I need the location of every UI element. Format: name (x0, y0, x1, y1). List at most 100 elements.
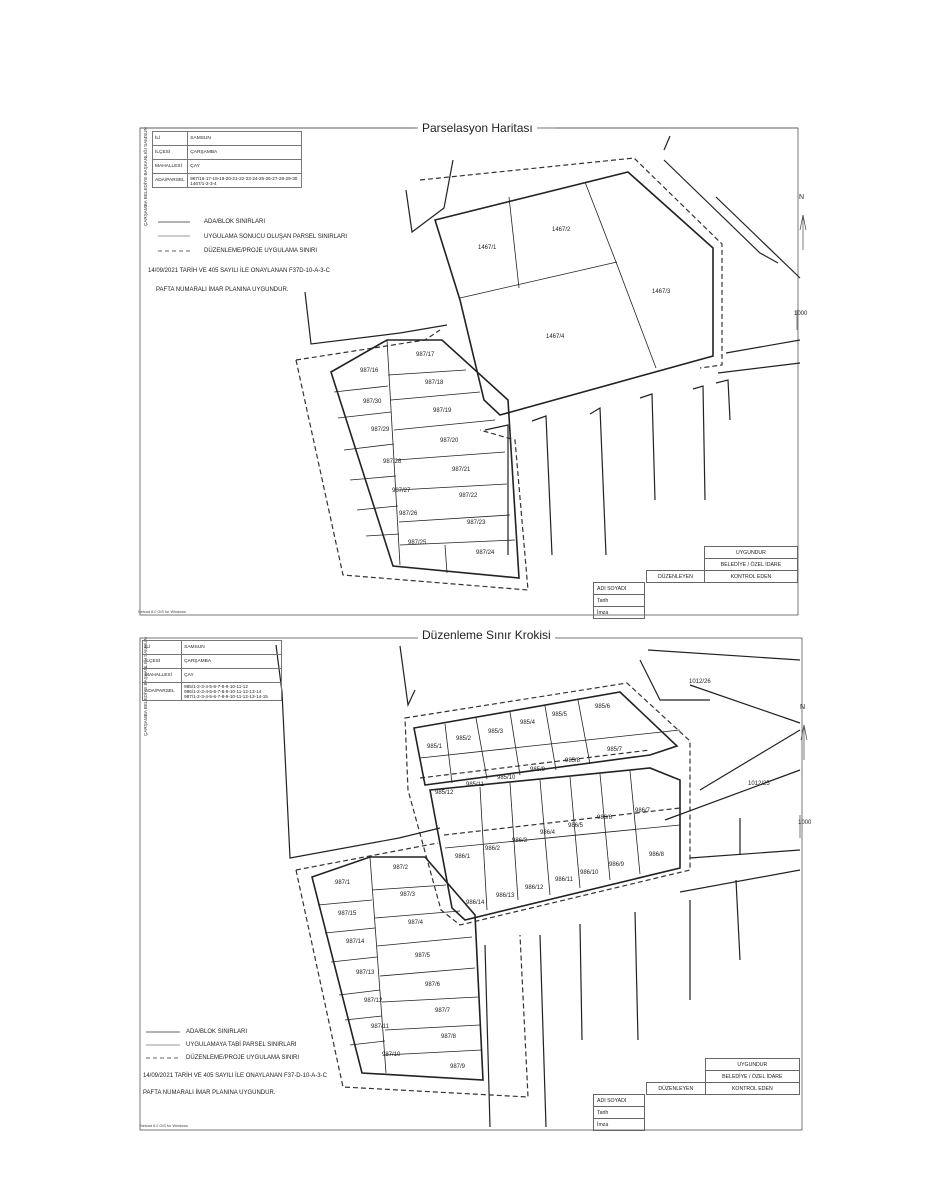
legend-item: UYGULAMA SONUCU OLUŞAN PARSEL SINIRLARI (204, 234, 348, 240)
parcel-label: 1012/26 (689, 679, 711, 685)
parcel-label: 985/9 (530, 767, 546, 773)
info-key: ADA/PARSEL (141, 682, 183, 701)
parcel-label: 985/1 (427, 744, 443, 750)
parcel-label: 987/2 (393, 865, 409, 871)
parcel-label: 987/1 (335, 880, 351, 886)
parcel-label: 987/12 (364, 998, 383, 1004)
parcel-label: 987/29 (371, 427, 390, 433)
parcel-label: 985/10 (497, 775, 516, 781)
north-label: N (800, 704, 806, 711)
sig-imza: İmza (593, 606, 645, 619)
parcel-label: 985/6 (595, 704, 611, 710)
parcel-label: 987/15 (338, 911, 357, 917)
parcel-label: 986/2 (485, 846, 501, 852)
parcel-label: 985/2 (456, 736, 472, 742)
parcel-label: 1012/25 (748, 781, 770, 787)
software-footer: Netcad 8.0 GIS for Windows (138, 610, 186, 614)
parcel-label: 987/26 (399, 511, 418, 517)
approval-idare: BELEDİYE / ÖZEL İDARE (703, 558, 799, 571)
parcel-label: 987/23 (467, 520, 486, 526)
parcel-label: 987/6 (425, 982, 441, 988)
parcel-label: 985/8 (565, 758, 581, 764)
parcel-label: 987/11 (371, 1024, 389, 1030)
parcel-label: 987/8 (441, 1034, 457, 1040)
parcel-label: 1467/4 (546, 334, 565, 340)
sig-imza: İmza (593, 1118, 645, 1131)
scale-label: 1000 (794, 311, 808, 317)
parcel-label: 987/9 (450, 1064, 466, 1070)
parcel-label: 986/5 (568, 823, 584, 829)
legend-item: DÜZENLEME/PROJE UYGULAMA SINIRI (186, 1055, 300, 1061)
parcel-label: 987/21 (452, 467, 471, 473)
parselasyon-map (139, 127, 807, 616)
parcel-label: 987/24 (476, 550, 495, 556)
signature-table: ADI SOYADI Tarih İmza (593, 1094, 645, 1131)
parcel-label: 986/11 (555, 877, 573, 883)
parcel-label: 987/28 (383, 459, 402, 465)
parcel-label: 987/10 (382, 1052, 401, 1058)
parcel-label: 986/4 (540, 830, 556, 836)
parcel-label: 987/13 (356, 970, 375, 976)
software-footer: Netcad 8.0 GIS for Windows (140, 1124, 188, 1128)
approval-duzenleyen: DÜZENLEYEN (646, 1082, 706, 1095)
info-key: İLİ (141, 640, 183, 655)
approval-idare: BELEDİYE / ÖZEL İDARE (704, 1070, 801, 1083)
parcel-label: 987/22 (459, 493, 478, 499)
parcel-label: 986/10 (580, 870, 599, 876)
plan-note: PAFTA NUMARALI İMAR PLANINA UYGUNDUR. (143, 1090, 276, 1096)
parcel-label: 987/19 (433, 408, 452, 414)
parcel-label: 985/12 (435, 790, 454, 796)
plan-note: PAFTA NUMARALI İMAR PLANINA UYGUNDUR. (156, 287, 289, 293)
map-title: Parselasyon Haritası (418, 121, 537, 135)
info-value: SAMSUN (181, 640, 282, 655)
legend-item: UYGULAMAYA TABİ PARSEL SINIRLARI (186, 1042, 297, 1048)
sig-adi: ADI SOYADI (593, 1094, 645, 1107)
parcel-label: 986/9 (609, 862, 625, 868)
info-value: ÇAY (181, 668, 282, 683)
plan-note: 14/09/2021 TARİH VE 405 SAYILI İLE ONAYL… (143, 1073, 327, 1079)
parcel-label: 985/3 (488, 729, 504, 735)
parcel-label: 987/25 (408, 540, 427, 546)
parcel-label: 987/20 (440, 438, 459, 444)
parcel-label: 987/17 (416, 352, 435, 358)
info-value: ÇARŞAMBA (181, 654, 282, 669)
parcel-label: 986/7 (635, 808, 651, 814)
plan-note: 14/09/2021 TARİH VE 405 SAYILI İLE ONAYL… (148, 268, 330, 274)
approval-table: UYGUNDUR BELEDİYE / ÖZEL İDARE DÜZENLEYE… (646, 546, 799, 583)
parcel-label: 986/13 (496, 893, 515, 899)
sig-tarih: Tarih (593, 1106, 645, 1119)
approval-uygundur: UYGUNDUR (704, 1058, 801, 1071)
scale-label: 1000 (798, 820, 812, 826)
parcel-label: 986/3 (512, 838, 528, 844)
parcel-label: 987/27 (392, 488, 411, 494)
info-value: 987/16-17-18-19-20-21-22-23-24-25-26-27-… (187, 173, 302, 188)
parcel-label: 987/3 (400, 892, 416, 898)
parcel-label: 986/14 (466, 900, 485, 906)
legend-item: DÜZENLEME/PROJE UYGULAMA SINIRI (204, 248, 318, 254)
signature-table: ADI SOYADI Tarih İmza (593, 582, 645, 619)
parcel-label: 987/14 (346, 939, 365, 945)
parcel-label: 985/7 (607, 747, 623, 753)
map-title: Düzenleme Sınır Krokisi (418, 628, 555, 642)
approval-table: UYGUNDUR BELEDİYE / ÖZEL İDARE DÜZENLEYE… (646, 1058, 801, 1095)
parcel-label: 987/18 (425, 380, 444, 386)
info-key: ADA/PARSEL (151, 173, 189, 188)
approval-kontrol: KONTROL EDEN (704, 1082, 801, 1095)
parcel-label: 1467/1 (478, 245, 497, 251)
parcel-label: 1467/2 (552, 227, 571, 233)
parcel-label: 987/16 (360, 368, 379, 374)
parcel-label: 986/6 (597, 815, 613, 821)
parcel-label: 986/1 (455, 854, 471, 860)
parcel-label: 987/5 (415, 953, 431, 959)
parcel-label: 986/8 (649, 852, 665, 858)
parcel-label: 1467/3 (652, 289, 671, 295)
north-label: N (799, 194, 805, 201)
legend-item: ADA/BLOK SINIRLARI (204, 219, 266, 225)
parcel-label: 985/11 (466, 782, 484, 788)
parcel-label: 985/4 (520, 720, 536, 726)
parcel-label: 985/5 (552, 712, 568, 718)
info-key: MAHALLESİ (141, 668, 183, 683)
